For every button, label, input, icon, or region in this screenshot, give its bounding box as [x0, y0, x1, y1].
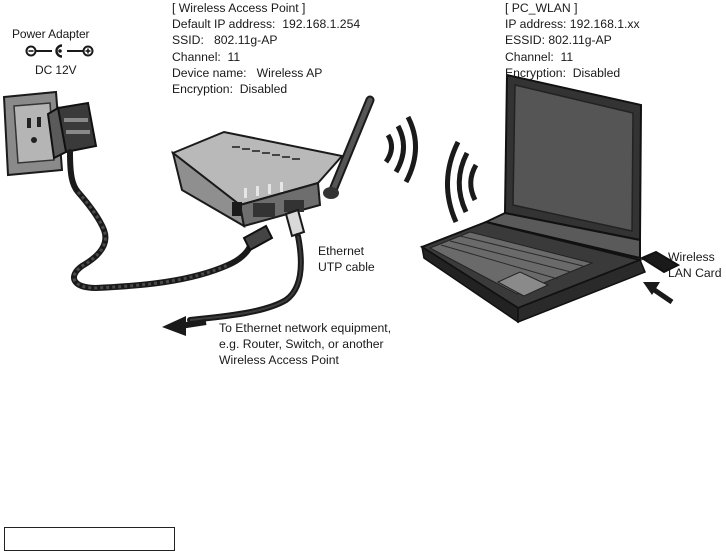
ap-setting-line: [ Wireless Access Point ] — [172, 1, 306, 15]
network-equipment-label: To Ethernet network equipment, e.g. Rout… — [219, 320, 391, 369]
access-point-icon — [171, 130, 344, 228]
pc-setting-line: IP address: 192.168.1.xx — [505, 17, 640, 32]
lan-card-arrow-icon — [643, 282, 674, 305]
pc-setting-line: [ PC_WLAN ] — [505, 1, 578, 15]
card-label-line: Wireless — [668, 250, 715, 264]
wall-outlet-icon — [2, 90, 64, 177]
wireless-card-label: Wireless LAN Card — [668, 249, 722, 281]
access-point-settings: [ Wireless Access Point ] Default IP add… — [172, 0, 360, 97]
ap-setting-line: Default IP address: 192.168.1.254 — [172, 17, 361, 32]
laptop-icon — [419, 73, 646, 324]
pc-wlan-settings: [ PC_WLAN ] IP address: 192.168.1.xx ESS… — [505, 0, 640, 81]
ethernet-label-line: Ethernet — [318, 244, 365, 258]
ap-setting-line: SSID: 802.11g-AP — [172, 33, 278, 48]
blank-caption-box — [4, 527, 175, 551]
pc-setting-line: Channel: 11 — [505, 49, 574, 64]
ap-setting-line: Channel: 11 — [172, 49, 241, 64]
network-label-line: e.g. Router, Switch, or another — [219, 337, 384, 352]
pc-setting-line: ESSID: 802.11g-AP — [505, 33, 612, 48]
network-label-line: To Ethernet network equipment, — [219, 321, 392, 335]
power-adapter-icon — [46, 101, 98, 160]
dc-polarity-icon — [25, 44, 94, 58]
ap-setting-line: Device name: Wireless AP — [172, 65, 323, 80]
card-label-line: LAN Card — [668, 266, 722, 281]
power-adapter-voltage: DC 12V — [35, 63, 77, 77]
ethernet-cable-label: Ethernet UTP cable — [318, 243, 375, 275]
network-label-line: Wireless Access Point — [219, 353, 339, 368]
laptop-wireless-waves-icon — [445, 140, 479, 224]
network-arrow-icon — [162, 316, 207, 336]
ap-wireless-waves-icon — [383, 115, 419, 184]
power-cable-icon — [67, 149, 274, 292]
ap-setting-line: Encryption: Disabled — [172, 82, 288, 97]
lan-card-icon — [639, 250, 681, 274]
antenna-icon — [323, 95, 375, 199]
pc-setting-line: Encryption: Disabled — [505, 65, 621, 80]
power-adapter-label: Power Adapter — [12, 27, 90, 41]
ethernet-label-line: UTP cable — [318, 260, 375, 275]
ethernet-cable-icon — [187, 208, 306, 323]
